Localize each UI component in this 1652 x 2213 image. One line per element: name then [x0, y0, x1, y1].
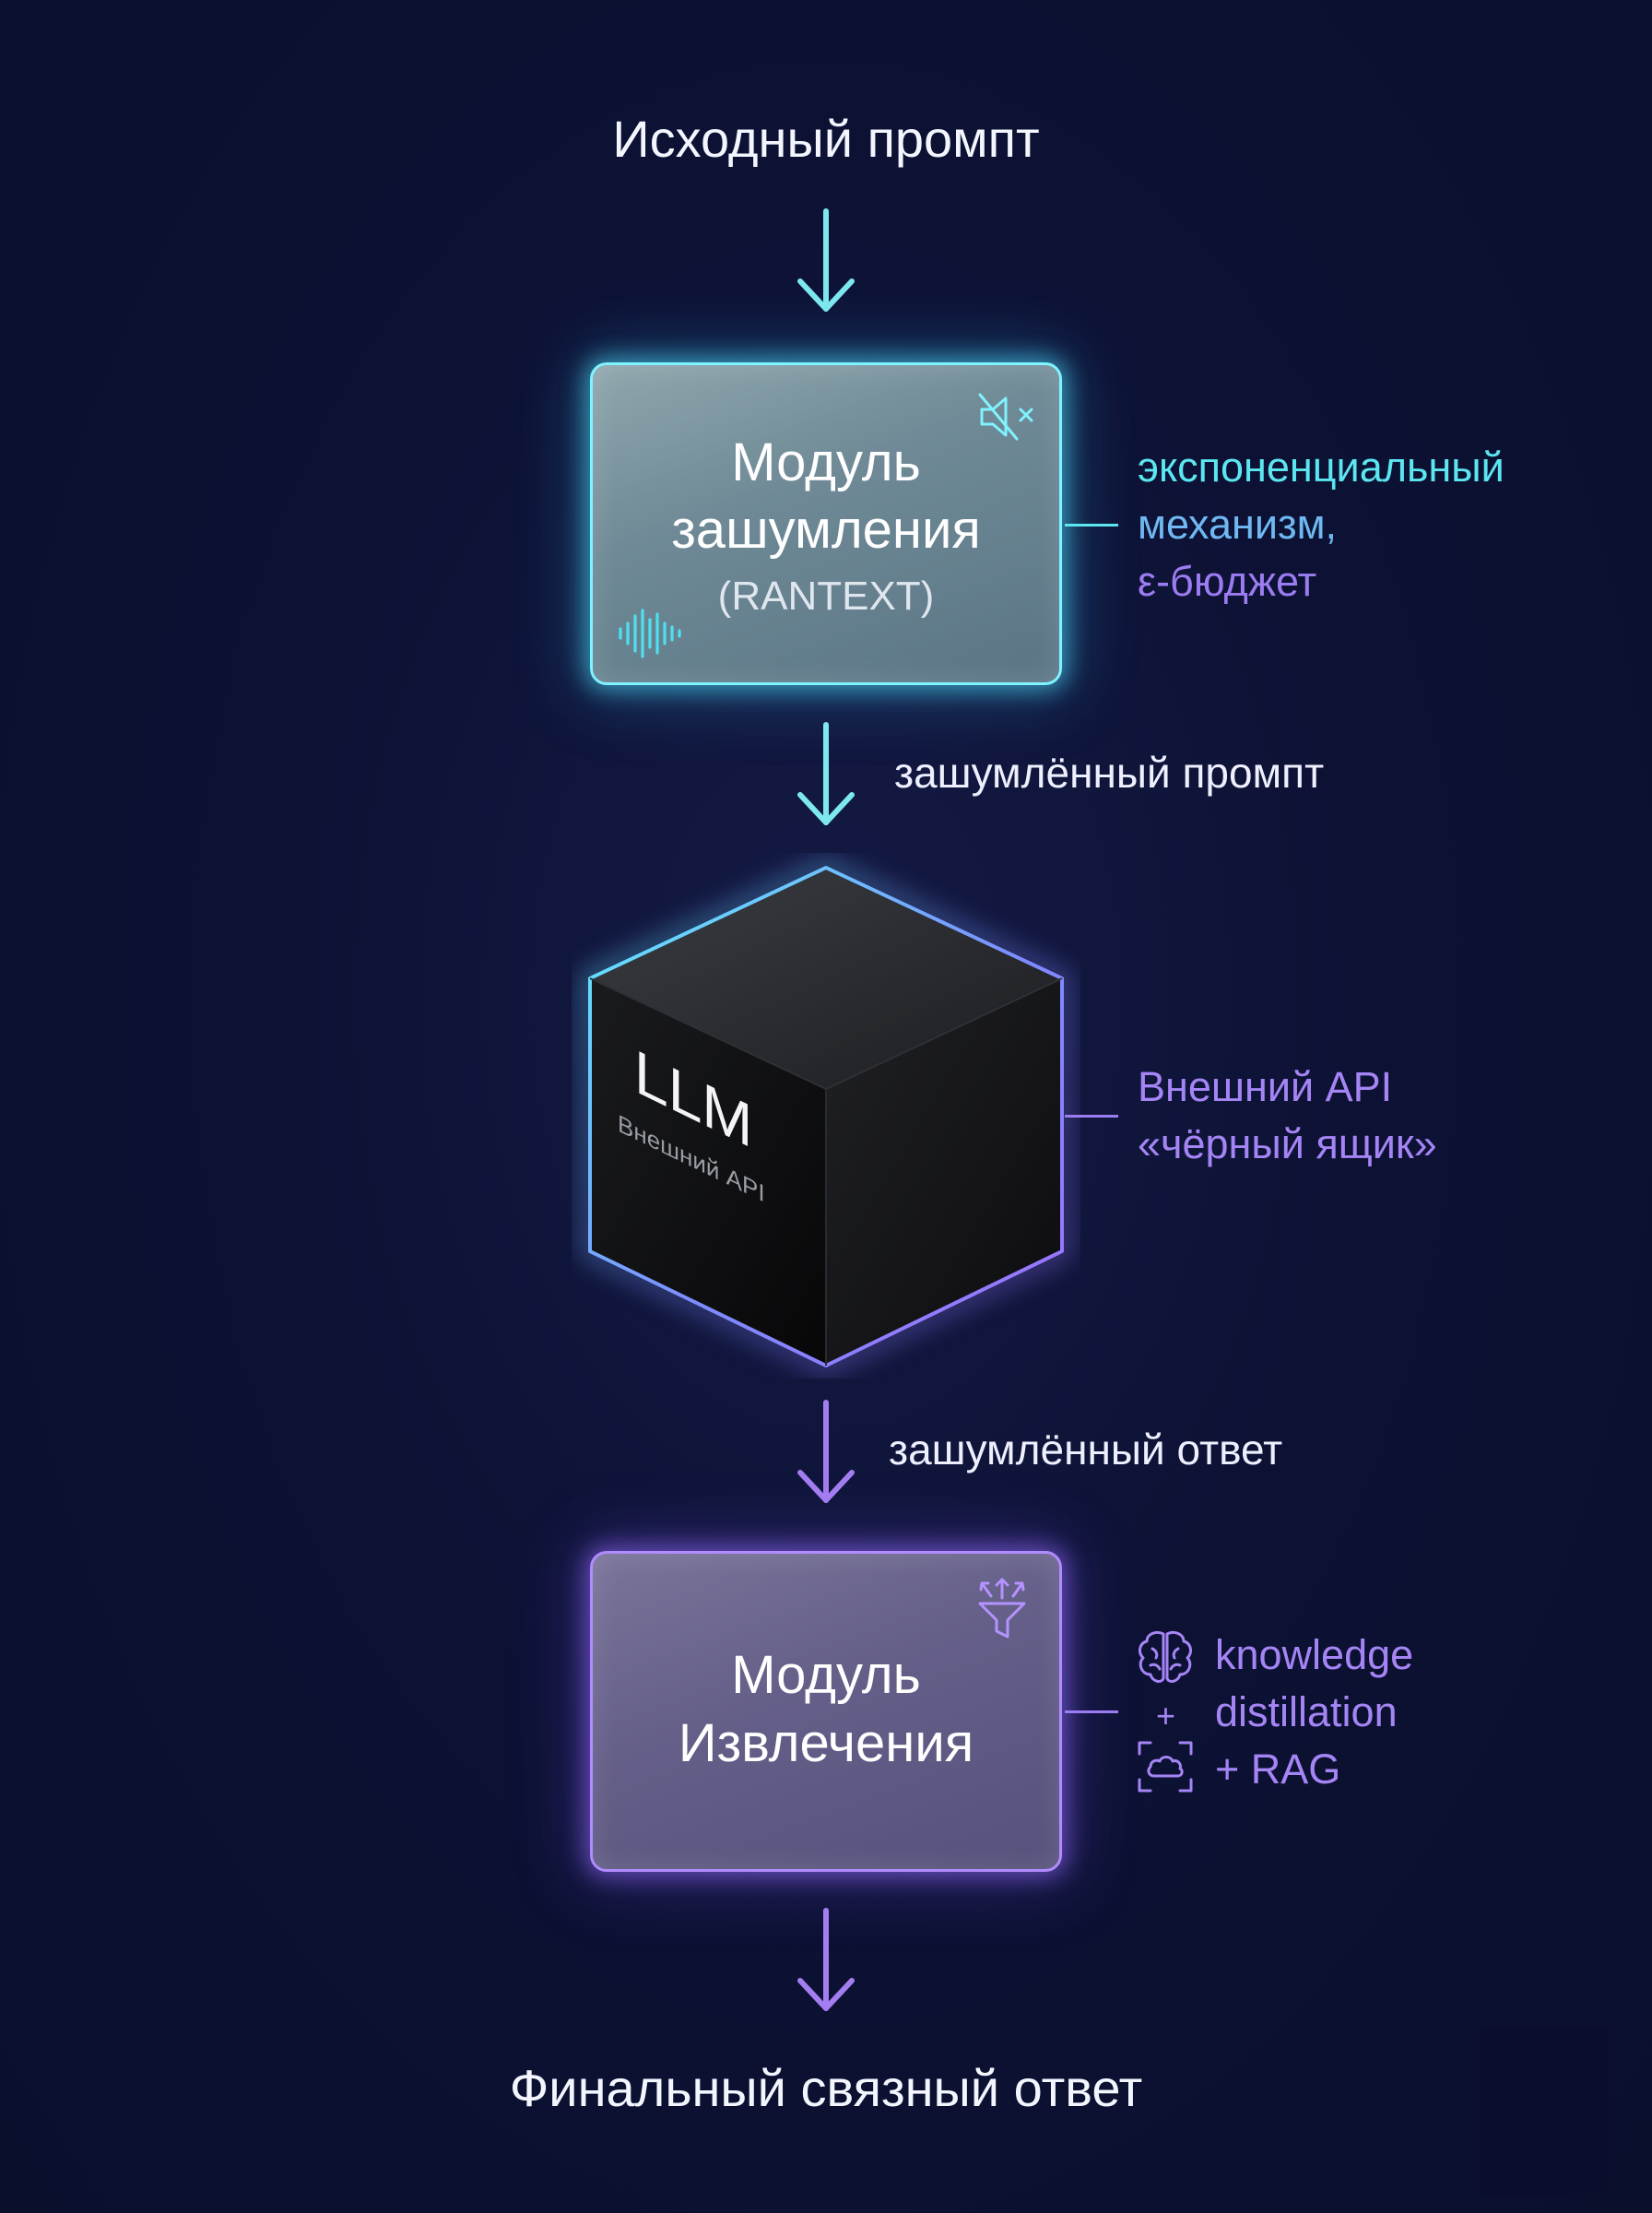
- extraction-note-line1: knowledge: [1215, 1631, 1414, 1678]
- arrow-down-icon: [797, 1908, 855, 2011]
- mute-icon: [978, 393, 1033, 441]
- corner-patch: [1480, 2029, 1609, 2195]
- extraction-module-title-line2: Извлечения: [678, 1713, 974, 1773]
- noise-note-line1: экспоненциальный: [1138, 444, 1504, 491]
- extraction-note-plus: +: [1156, 1697, 1176, 1734]
- edge-label-noised-response: зашумлённый ответ: [889, 1426, 1283, 1473]
- cloud-scan-icon: [1138, 1741, 1193, 1793]
- funnel-icon: [978, 1578, 1026, 1639]
- extraction-module-title-line1: Модуль: [731, 1645, 921, 1705]
- extraction-note-connector: [1065, 1710, 1118, 1713]
- waveform-icon: [619, 609, 681, 658]
- extraction-note-line3: + RAG: [1215, 1746, 1341, 1793]
- extraction-module-card: Модуль Извлечения: [590, 1551, 1062, 1872]
- final-answer-label: Финальный связный ответ: [509, 2059, 1143, 2117]
- noise-module-card: Модуль зашумления (RANTEXT): [590, 362, 1062, 685]
- noise-note-line2: механизм,: [1138, 501, 1338, 548]
- edge-label-noised-prompt: зашумлённый промпт: [894, 749, 1325, 797]
- input-prompt-label: Исходный промпт: [612, 110, 1040, 168]
- llm-note-line2: «чёрный ящик»: [1138, 1120, 1437, 1167]
- noise-module-subtitle: (RANTEXT): [717, 574, 935, 619]
- arrow-down-icon: [797, 208, 855, 312]
- arrow-down-icon: [797, 1400, 855, 1503]
- llm-note-line1: Внешний API: [1138, 1063, 1393, 1110]
- arrow-down-icon: [797, 722, 855, 825]
- noise-module-title-line1: Модуль: [731, 432, 921, 492]
- noise-module-title-line2: зашумления: [671, 500, 981, 560]
- llm-cube: LLM Внешний API: [584, 860, 1068, 1373]
- brain-icon: [1139, 1630, 1192, 1683]
- noise-note-line3: ε-бюджет: [1138, 558, 1317, 605]
- llm-note-connector: [1065, 1115, 1118, 1118]
- noise-note-connector: [1065, 524, 1118, 527]
- extraction-note-line2: distillation: [1215, 1688, 1398, 1735]
